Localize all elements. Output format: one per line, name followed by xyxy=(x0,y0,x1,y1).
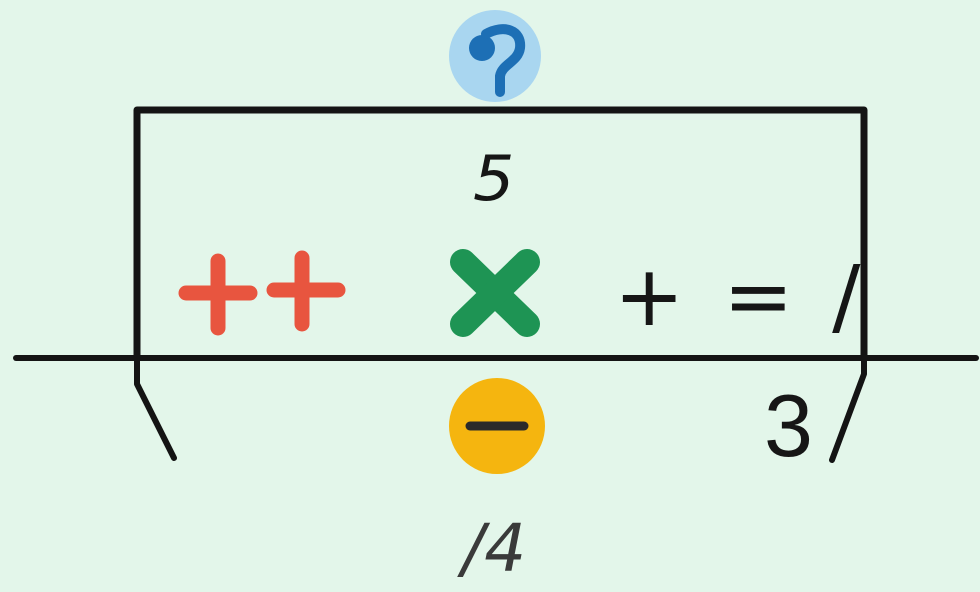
minus-icon xyxy=(449,378,545,474)
top-digit-label: 5 xyxy=(473,142,515,215)
bracket-frame xyxy=(133,106,868,360)
equation-symbols: + = / xyxy=(614,247,867,345)
plus-pair-icon xyxy=(178,250,346,336)
multiply-x-icon xyxy=(450,249,540,337)
digit-three-label: 3 xyxy=(764,376,813,475)
bottom-scribble-label: /4 xyxy=(462,510,527,587)
question-mark-icon xyxy=(449,10,541,102)
left-leg xyxy=(134,353,177,461)
right-leg xyxy=(829,353,867,463)
